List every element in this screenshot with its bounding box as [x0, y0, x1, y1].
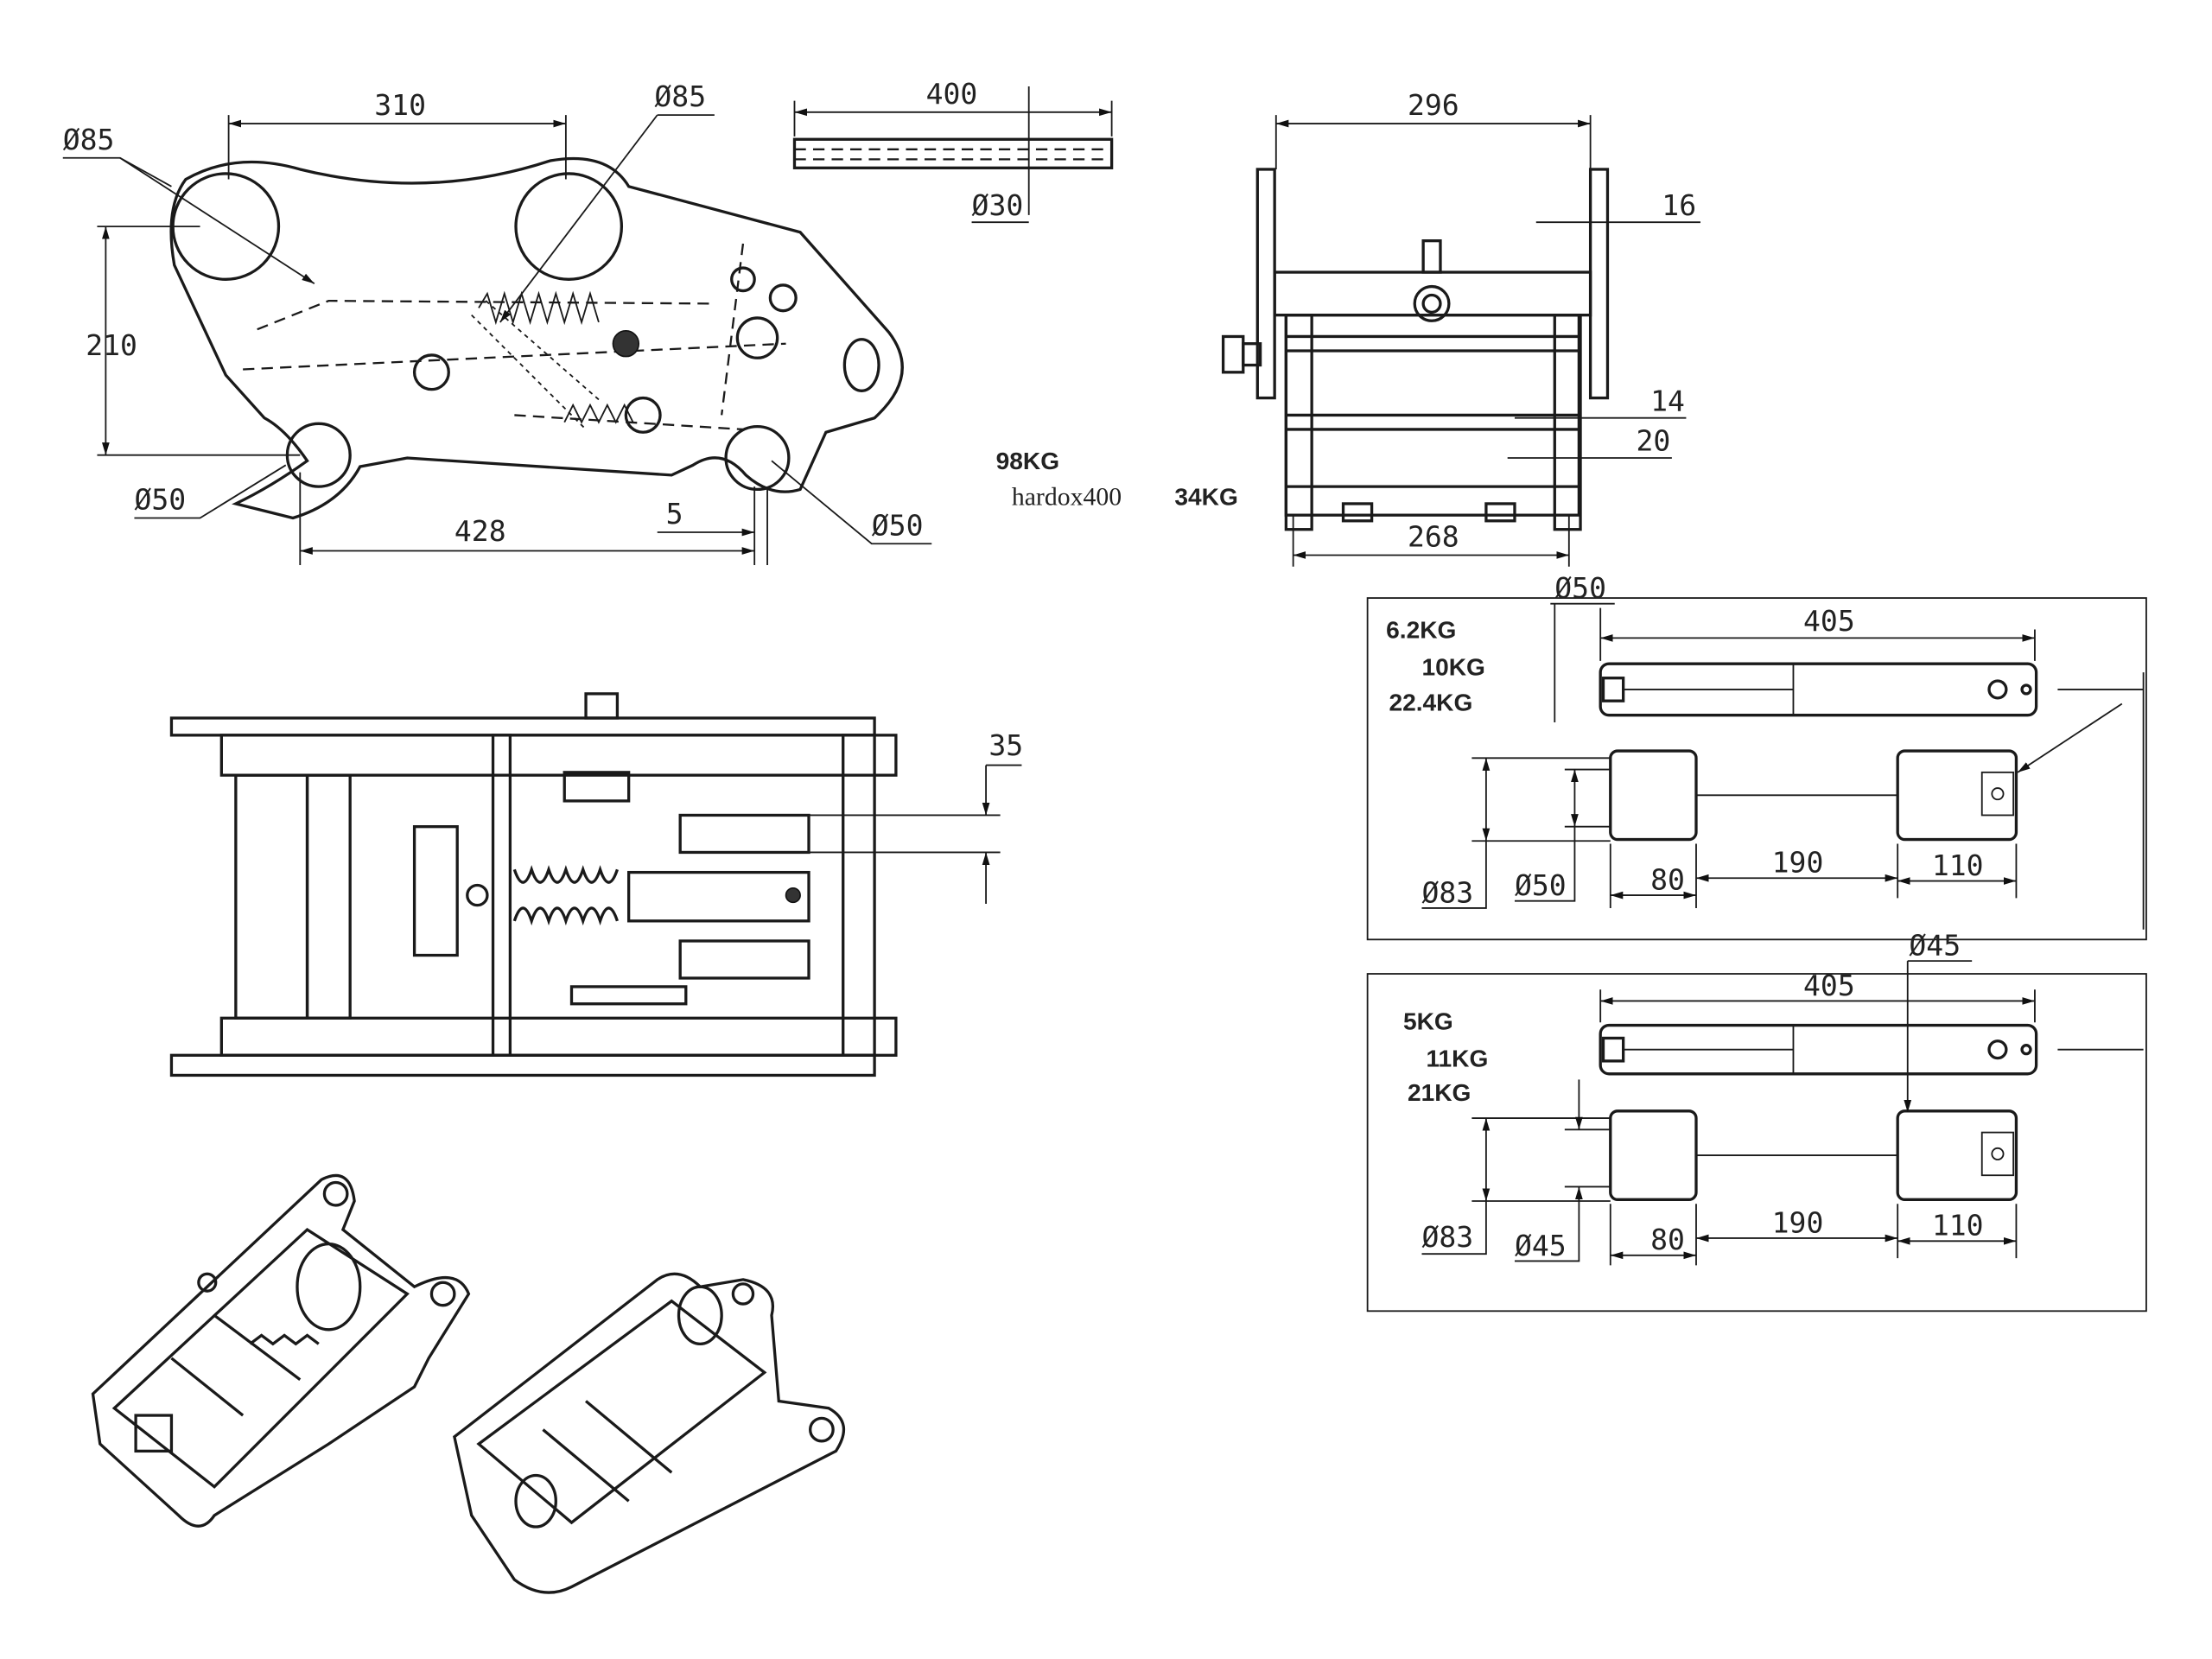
pin1-dim-pin: Ø50 [1554, 571, 1606, 605]
pin-set-2: 405 Ø45 5KG 11KG 21KG Ø83 Ø45 80 190 110 [1366, 929, 2147, 1313]
pin2-weight-2: 11KG [1426, 1046, 1488, 1072]
dim-5: 5 [666, 497, 683, 531]
spring [478, 290, 634, 424]
dim-hook-right: Ø50 [872, 508, 924, 542]
weight-main: 98KG [996, 448, 1059, 474]
pin2-dim-405: 405 [1803, 969, 1855, 1002]
pin2-dim-inner: Ø45 [1515, 1229, 1567, 1262]
material-label: hardox400 [1012, 483, 1122, 512]
dim-296: 296 [1408, 88, 1459, 122]
side-view: 310 Ø85 Ø85 210 Ø50 428 5 Ø50 [63, 79, 932, 566]
pin2-dim-190: 190 [1772, 1205, 1824, 1239]
dim-210: 210 [86, 328, 137, 362]
dim-hook-left: Ø50 [134, 483, 186, 517]
pin2-dim-110: 110 [1932, 1209, 1984, 1243]
dim-30: Ø30 [972, 188, 1024, 222]
material-weight: 34KG [1174, 484, 1237, 511]
spring-top [512, 865, 619, 926]
pin1-dim-outer: Ø83 [1421, 875, 1473, 909]
pin-view: 400 Ø30 [792, 77, 1114, 224]
pin2-dim-outer: Ø83 [1421, 1220, 1473, 1254]
dim-400: 400 [926, 77, 978, 111]
pin1-dim-110: 110 [1932, 849, 1984, 882]
pin1-dim-inner: Ø50 [1515, 868, 1567, 902]
dim-hole-right: Ø85 [654, 79, 706, 113]
isometric-view-right [453, 1272, 846, 1594]
dim-310: 310 [374, 88, 426, 122]
dim-hole-left: Ø85 [63, 123, 115, 156]
dim-268: 268 [1408, 520, 1459, 554]
pin2-dim-pin: Ø45 [1909, 929, 1961, 963]
top-view: 35 [169, 692, 1023, 1077]
pin1-weight-1: 6.2KG [1386, 616, 1456, 643]
pin1-dim-405: 405 [1803, 604, 1855, 638]
dim-35: 35 [988, 728, 1023, 762]
dim-428: 428 [454, 514, 506, 548]
pin-set-1: 405 Ø50 6.2KG 10KG 22.4KG Ø83 Ø50 80 190… [1366, 571, 2147, 941]
pin2-weight-1: 5KG [1403, 1008, 1453, 1035]
dim-20: 20 [1637, 424, 1671, 458]
dim-14: 14 [1650, 384, 1685, 417]
isometric-view-left [91, 1173, 471, 1528]
pin1-weight-3: 22.4KG [1389, 690, 1472, 716]
pin2-weight-3: 21KG [1408, 1079, 1471, 1106]
pin1-dim-190: 190 [1772, 846, 1824, 880]
front-view: 296 16 14 20 268 [1221, 88, 1700, 567]
pin2-dim-80: 80 [1650, 1223, 1685, 1256]
dim-16: 16 [1662, 188, 1696, 222]
pin1-dim-80: 80 [1650, 862, 1685, 896]
pin1-weight-2: 10KG [1421, 653, 1484, 680]
